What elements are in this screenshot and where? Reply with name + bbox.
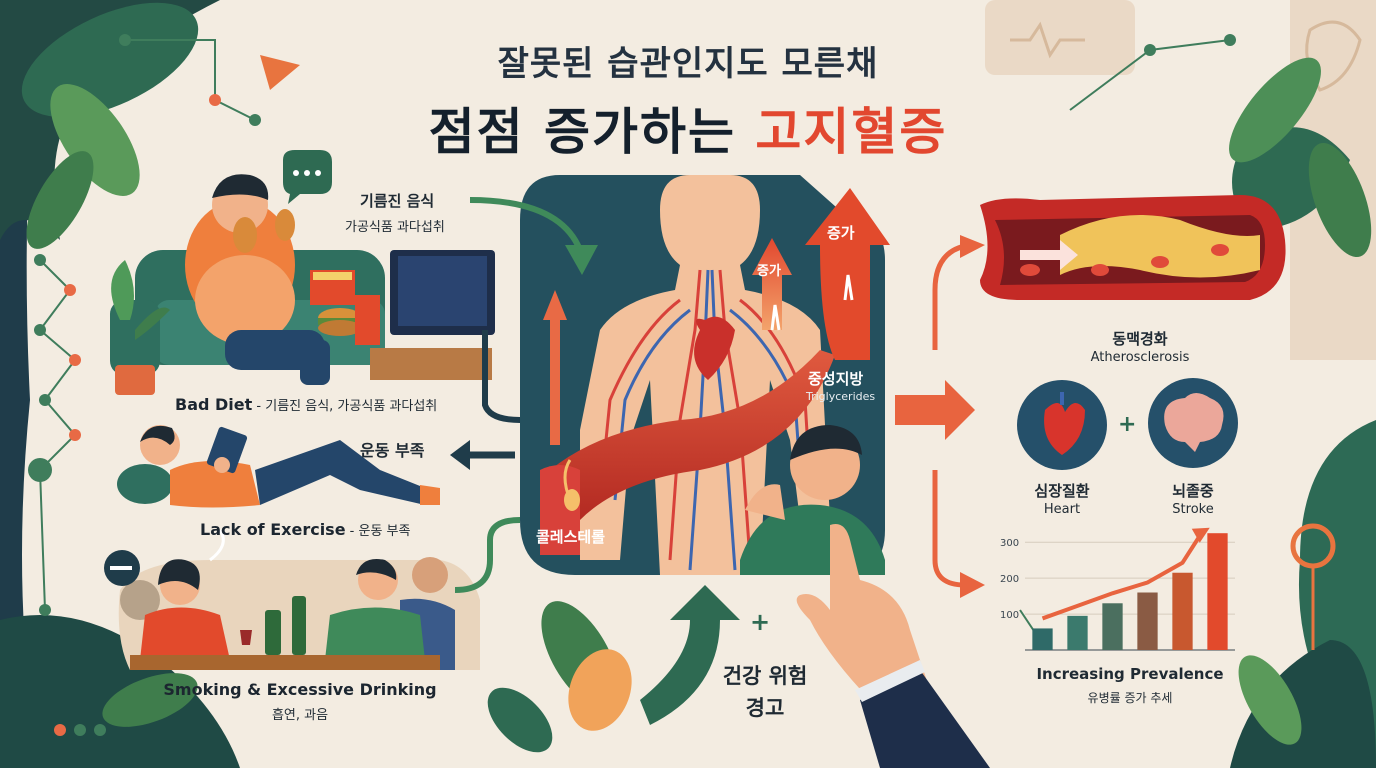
triglycerides-kr: 중성지방 [808, 370, 864, 388]
flow-arrows [450, 197, 985, 753]
chart-ytick-label: 300 [1000, 538, 1019, 549]
bad-diet-caption-en: Bad Diet [175, 395, 253, 414]
increase-small-label: 증가 [757, 264, 781, 279]
chart-ytick-label: 200 [1000, 574, 1019, 585]
smoking-illustration [104, 529, 480, 670]
title-line-2-prefix: 점점 증가하는 [428, 103, 756, 161]
title-highlight: 고지혈증 [755, 103, 948, 161]
chart-ytick-label: 100 [1000, 610, 1019, 621]
bad-diet-callout-1: 기름진 음식 [360, 192, 435, 210]
chart-trend-line [1041, 531, 1204, 621]
brain-icon [1148, 378, 1238, 468]
triglycerides-en: Triglycerides [806, 390, 876, 403]
plus-outcomes: + [1118, 412, 1137, 437]
bad-diet-illustration [110, 150, 495, 395]
chart-bar [1032, 628, 1053, 650]
chart-bar [1137, 592, 1158, 650]
exercise-callout: 운동 부족 [360, 441, 425, 460]
exercise-caption-kr: - 운동 부족 [345, 524, 411, 539]
body-panel [520, 175, 890, 575]
left-foliage [0, 0, 300, 768]
atherosclerosis-kr: 동맥경화 [1112, 330, 1168, 348]
heart-en: Heart [1043, 502, 1081, 517]
title-line-1: 잘못된 습관인지도 모른채 [497, 44, 879, 84]
stroke-kr: 뇌졸중 [1172, 482, 1214, 500]
stroke-en: Stroke [1172, 502, 1214, 517]
smoking-caption-en: Smoking & Excessive Drinking [163, 680, 437, 699]
prevalence-chart: 300 200 100 [1000, 527, 1235, 651]
warning-line-2: 경고 [745, 696, 785, 720]
increase-big-label: 증가 [827, 224, 855, 242]
exercise-caption: Lack of Exercise - 운동 부족 [200, 520, 410, 539]
title-line-2: 점점 증가하는 고지혈증 [0, 92, 1376, 164]
chart-subtitle: 유병률 증가 추세 [1087, 691, 1173, 705]
atherosclerosis-en: Atherosclerosis [1090, 350, 1190, 365]
smoking-caption-kr: 흡연, 과음 [271, 708, 329, 723]
bad-diet-callout-2: 가공식품 과다섭취 [345, 220, 445, 235]
chart-trend-arrowhead [1191, 527, 1210, 543]
chart-bar [1172, 572, 1193, 650]
heart-kr: 심장질환 [1034, 482, 1090, 500]
artery-illustration [980, 195, 1286, 300]
exercise-caption-en: Lack of Exercise [200, 520, 346, 539]
heart-icon [1017, 380, 1107, 470]
chart-bar [1102, 603, 1123, 650]
warning-line-1: 건강 위험 [722, 664, 808, 688]
chart-bar [1207, 533, 1228, 650]
chart-title: Increasing Prevalence [1036, 665, 1224, 683]
cholesterol-label: 콜레스테롤 [536, 528, 606, 546]
bad-diet-caption-kr: - 기름진 음식, 가공식품 과다섭취 [252, 399, 438, 414]
pointing-hand [796, 524, 990, 768]
exercise-illustration [117, 425, 440, 508]
plus-center: + [750, 608, 771, 636]
chart-bar [1067, 615, 1088, 650]
bad-diet-caption: Bad Diet - 기름진 음식, 가공식품 과다섭취 [175, 395, 437, 414]
